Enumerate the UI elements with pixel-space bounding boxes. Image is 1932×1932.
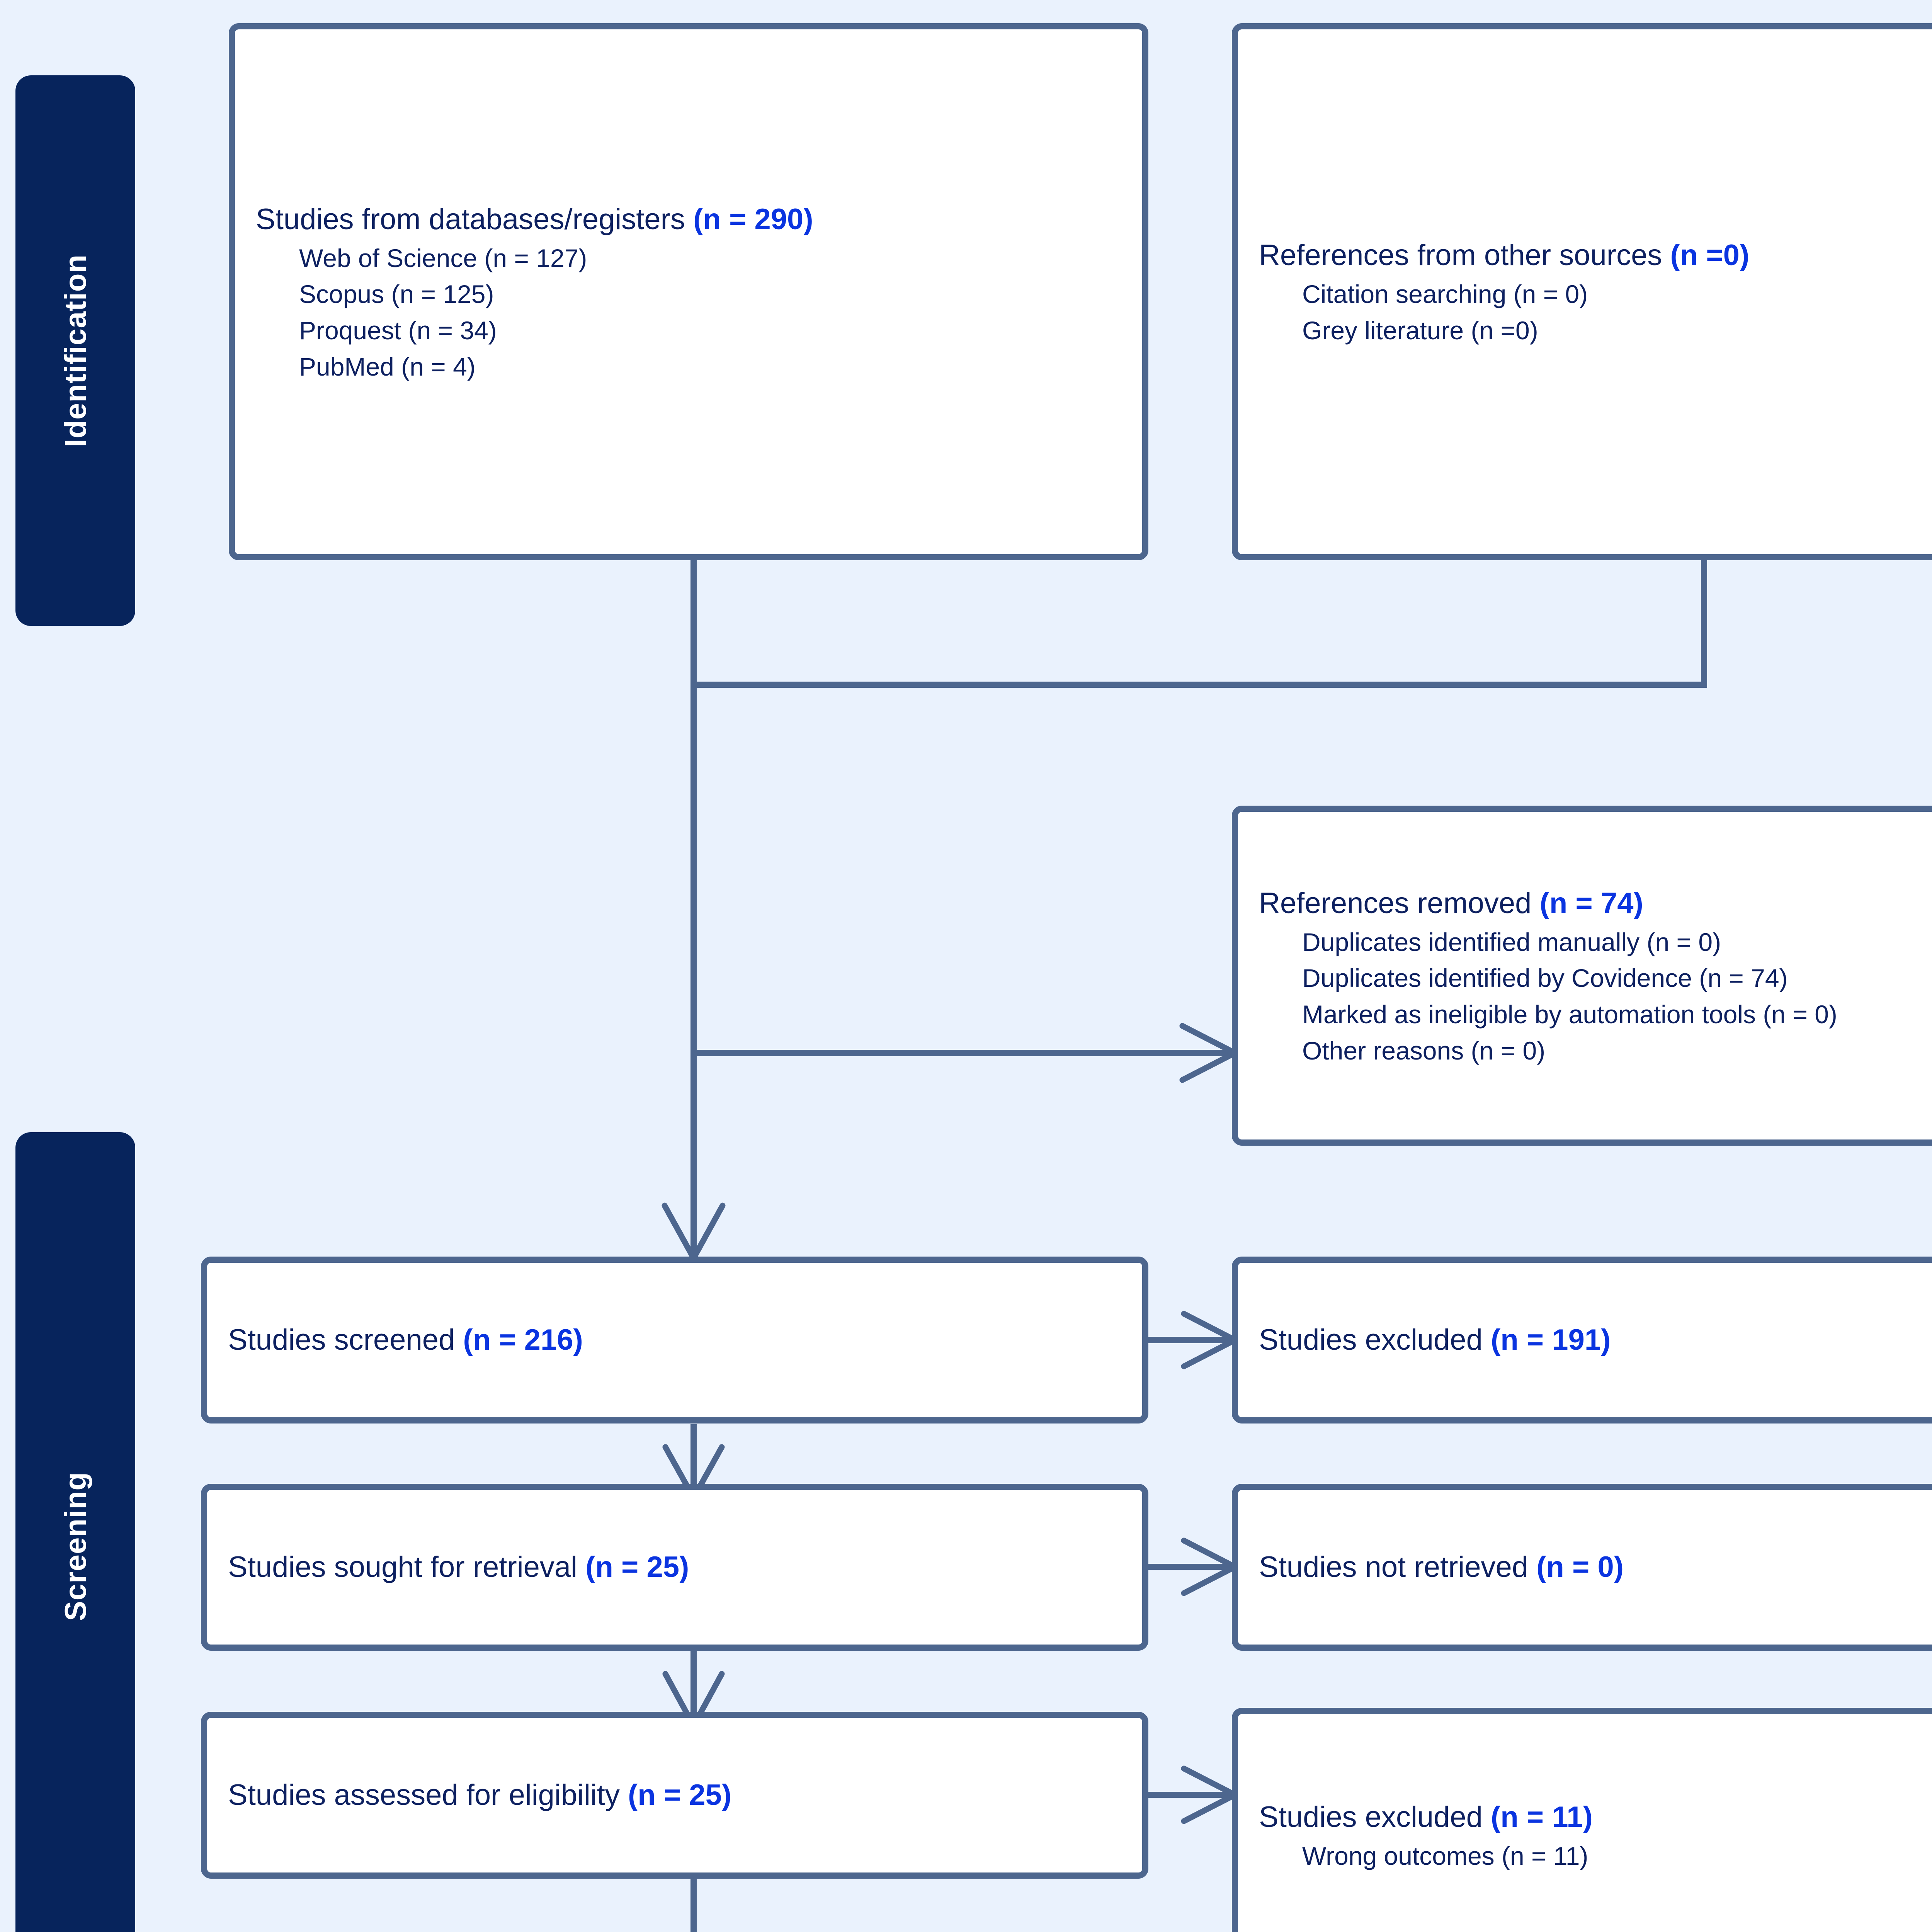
- phase-bar-screening: Screening: [15, 1132, 135, 1932]
- box-excluded-eligibility-count: (n = 11): [1490, 1801, 1593, 1834]
- box-excluded-eligibility-item: Wrong outcomes (n = 11): [1302, 1842, 1588, 1871]
- arrowhead-not-retrieved: [1181, 1537, 1242, 1596]
- box-databases-item: Proquest (n = 34): [299, 316, 497, 345]
- box-studies-not-retrieved: Studies not retrieved (n = 0): [1232, 1484, 1932, 1651]
- box-assessed-eligibility-count: (n = 25): [628, 1779, 732, 1812]
- arrowhead-excluded-eligibility: [1181, 1765, 1242, 1824]
- box-screened-count: (n = 216): [463, 1323, 583, 1357]
- box-not-retrieved-count: (n = 0): [1536, 1551, 1624, 1584]
- box-other-sources-item: Grey literature (n =0): [1302, 316, 1538, 345]
- phase-label-screening: Screening: [58, 1472, 92, 1621]
- box-databases-item: Scopus (n = 125): [299, 280, 494, 309]
- arrowhead-excluded-screening: [1181, 1311, 1242, 1369]
- box-references-removed-item: Duplicates identified manually (n = 0): [1302, 927, 1721, 956]
- box-studies-from-databases: Studies from databases/registers (n = 29…: [229, 23, 1148, 560]
- box-references-removed-item: Duplicates identified by Covidence (n = …: [1302, 964, 1788, 993]
- box-databases-count: (n = 290): [693, 202, 813, 236]
- box-sought-retrieval-count: (n = 25): [585, 1551, 689, 1584]
- arrowhead-references-removed: [1179, 1023, 1242, 1083]
- box-studies-assessed-eligibility: Studies assessed for eligibility (n = 25…: [201, 1712, 1148, 1879]
- box-studies-excluded-eligibility: Studies excluded (n = 11) Wrong outcomes…: [1232, 1708, 1932, 1932]
- box-screened-heading: Studies screened (n = 216): [228, 1323, 583, 1357]
- box-references-removed: References removed (n = 74) Duplicates i…: [1232, 806, 1932, 1146]
- box-other-sources-heading: References from other sources (n =0): [1259, 239, 1750, 272]
- box-references-removed-heading: References removed (n = 74): [1259, 886, 1643, 920]
- box-references-removed-count: (n = 74): [1539, 886, 1643, 920]
- box-databases-item: Web of Science (n = 127): [299, 243, 587, 272]
- box-not-retrieved-heading: Studies not retrieved (n = 0): [1259, 1551, 1624, 1584]
- box-studies-sought-retrieval: Studies sought for retrieval (n = 25): [201, 1484, 1148, 1651]
- phase-label-identification: Identification: [58, 254, 92, 447]
- phase-bar-identification: Identification: [15, 75, 135, 626]
- box-other-sources-item: Citation searching (n = 0): [1302, 280, 1588, 309]
- box-studies-excluded-screening: Studies excluded (n = 191): [1232, 1257, 1932, 1423]
- box-references-removed-item: Other reasons (n = 0): [1302, 1036, 1546, 1065]
- box-references-removed-item: Marked as ineligible by automation tools…: [1302, 1000, 1837, 1029]
- box-assessed-eligibility-heading: Studies assessed for eligibility (n = 25…: [228, 1779, 732, 1812]
- box-databases-item: PubMed (n = 4): [299, 352, 476, 381]
- arrowhead-screened: [662, 1202, 726, 1264]
- box-references-other-sources: References from other sources (n =0) Cit…: [1232, 23, 1932, 560]
- box-excluded-screening-heading: Studies excluded (n = 191): [1259, 1323, 1611, 1357]
- box-studies-screened: Studies screened (n = 216): [201, 1257, 1148, 1423]
- box-other-sources-count: (n =0): [1670, 239, 1750, 272]
- box-databases-heading: Studies from databases/registers (n = 29…: [256, 202, 813, 236]
- box-excluded-screening-count: (n = 191): [1490, 1323, 1611, 1357]
- box-excluded-eligibility-heading: Studies excluded (n = 11): [1259, 1801, 1593, 1834]
- box-sought-retrieval-heading: Studies sought for retrieval (n = 25): [228, 1551, 689, 1584]
